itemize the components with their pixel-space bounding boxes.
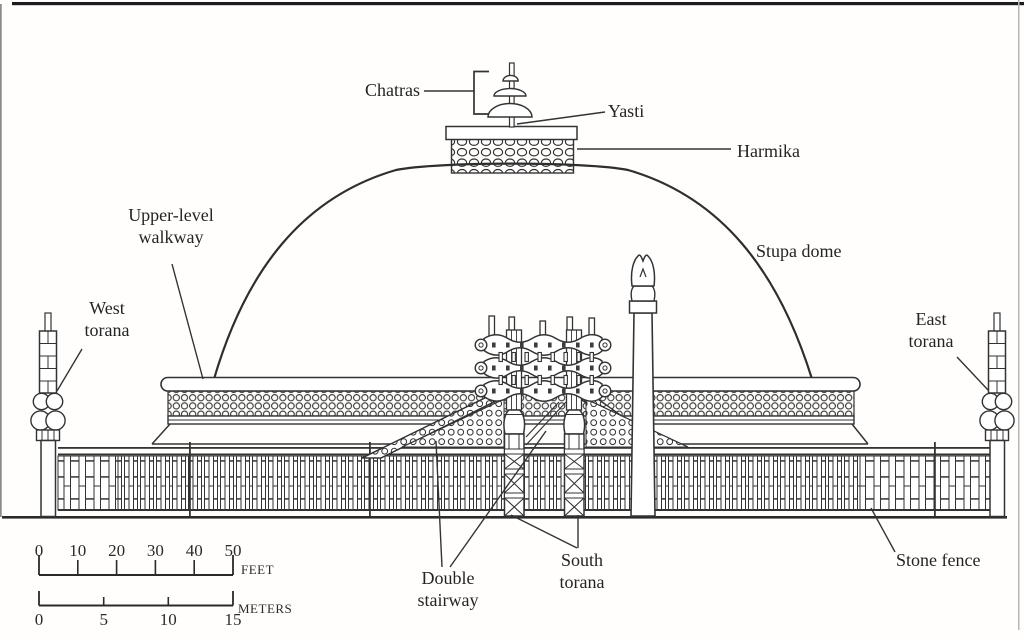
meters-tick-label: 10 xyxy=(159,610,177,629)
label-west-torana: West torana xyxy=(57,298,157,342)
feet-tick-label: 0 xyxy=(34,541,44,560)
feet-tick-label: 50 xyxy=(224,541,242,560)
south-torana-drawing xyxy=(474,315,612,517)
label-line: stairway xyxy=(417,589,479,610)
south-torana-leader-left xyxy=(510,514,578,549)
label-line: East xyxy=(915,309,947,329)
upper-walkway-leader xyxy=(171,263,204,380)
label-stupa-dome: Stupa dome xyxy=(756,241,842,261)
ground-line xyxy=(2,516,1007,519)
meters-scale-bar xyxy=(38,591,234,607)
label-line: torana xyxy=(908,330,954,351)
feet-unit-label: FEET xyxy=(241,562,275,577)
double-stairway-leader-left xyxy=(435,440,443,568)
label-line: Double xyxy=(421,568,475,588)
label-upper-level-walkway: Upper-level walkway xyxy=(106,205,236,249)
feet-tick-label: 40 xyxy=(185,541,203,560)
harmika-drawing xyxy=(445,125,578,174)
feet-tick-label: 20 xyxy=(108,541,126,560)
chatras-bracket xyxy=(473,70,489,115)
yasti-leader xyxy=(516,111,606,125)
label-line: walkway xyxy=(138,226,204,247)
east-torana-leader xyxy=(956,356,989,391)
label-stone-fence: Stone fence xyxy=(896,550,981,570)
west-torana-leader xyxy=(56,348,83,392)
double-stairway-leader-right xyxy=(449,430,547,568)
feet-tick-label: 10 xyxy=(69,541,87,560)
meters-tick-label: 5 xyxy=(99,610,108,629)
label-line: West xyxy=(89,298,125,318)
label-line: Upper-level xyxy=(128,205,214,225)
label-line: South xyxy=(560,550,603,570)
feet-scale-bar xyxy=(38,555,234,576)
label-east-torana: East torana xyxy=(881,309,981,353)
meters-tick-label: 0 xyxy=(34,610,44,629)
meters-unit-label: METERS xyxy=(238,601,293,616)
label-line: torana xyxy=(84,319,130,340)
chatras-yasti-drawing xyxy=(473,62,533,128)
label-south-torana: South torana xyxy=(532,550,632,594)
label-harmika: Harmika xyxy=(737,141,800,161)
label-line: torana xyxy=(559,571,605,592)
meters-tick-label: 15 xyxy=(224,610,242,629)
leader-lines xyxy=(56,90,989,568)
label-double-stairway: Double stairway xyxy=(388,568,508,612)
label-chatras: Chatras xyxy=(365,80,420,100)
feet-tick-label: 30 xyxy=(146,541,164,560)
label-yasti: Yasti xyxy=(608,101,645,121)
stone-fence-leader xyxy=(870,507,896,553)
ashoka-pillar-drawing xyxy=(628,254,658,517)
